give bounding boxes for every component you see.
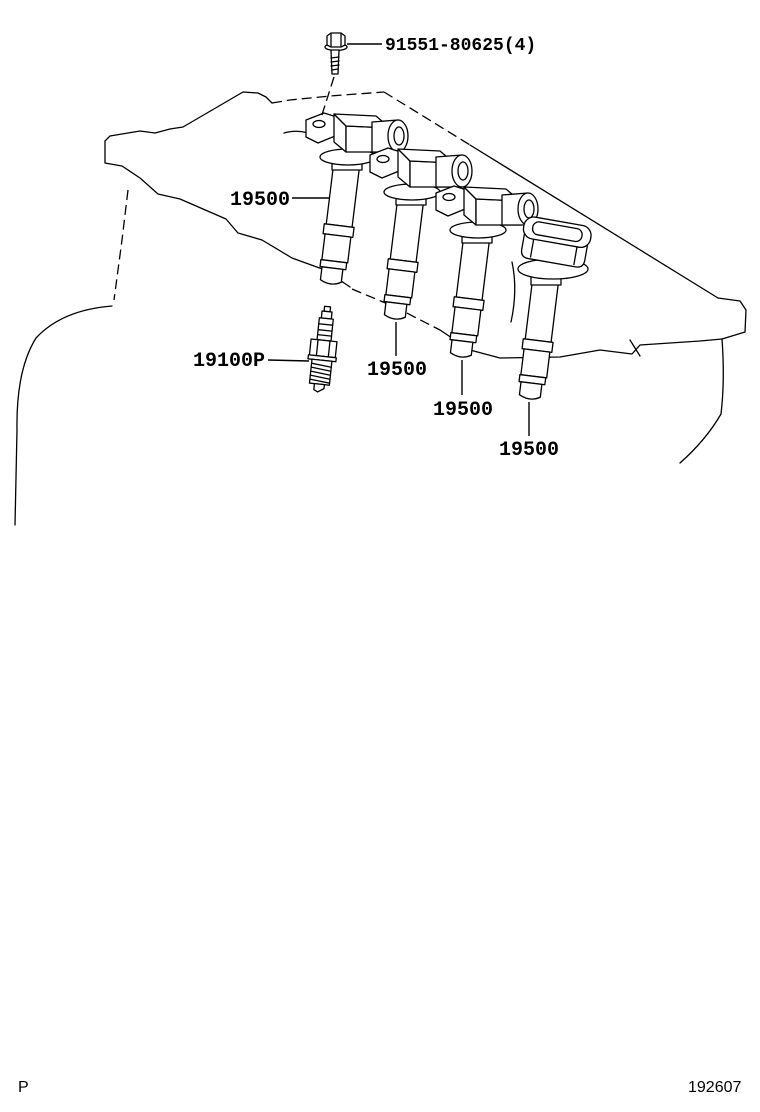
figure-number: 192607 [688,1079,741,1096]
callout-coil-4: 19500 [499,439,559,462]
bolt-install-line [319,76,335,122]
leader-spark-plug [267,359,310,362]
callout-coil-3: 19500 [433,399,493,422]
spark-plug [307,305,338,393]
ignition-coil-4 [515,214,594,402]
footer-left-mark: P [18,1079,29,1096]
leader-lines [267,43,530,436]
callout-spark-plug: 19100P [193,350,265,373]
callout-coil-2: 19500 [367,359,427,382]
engine-head-outline [14,91,747,526]
coil-mounting-bolt [324,32,348,75]
callout-bolt: 91551-80625(4) [385,36,536,56]
callout-coil-1: 19500 [230,189,290,212]
